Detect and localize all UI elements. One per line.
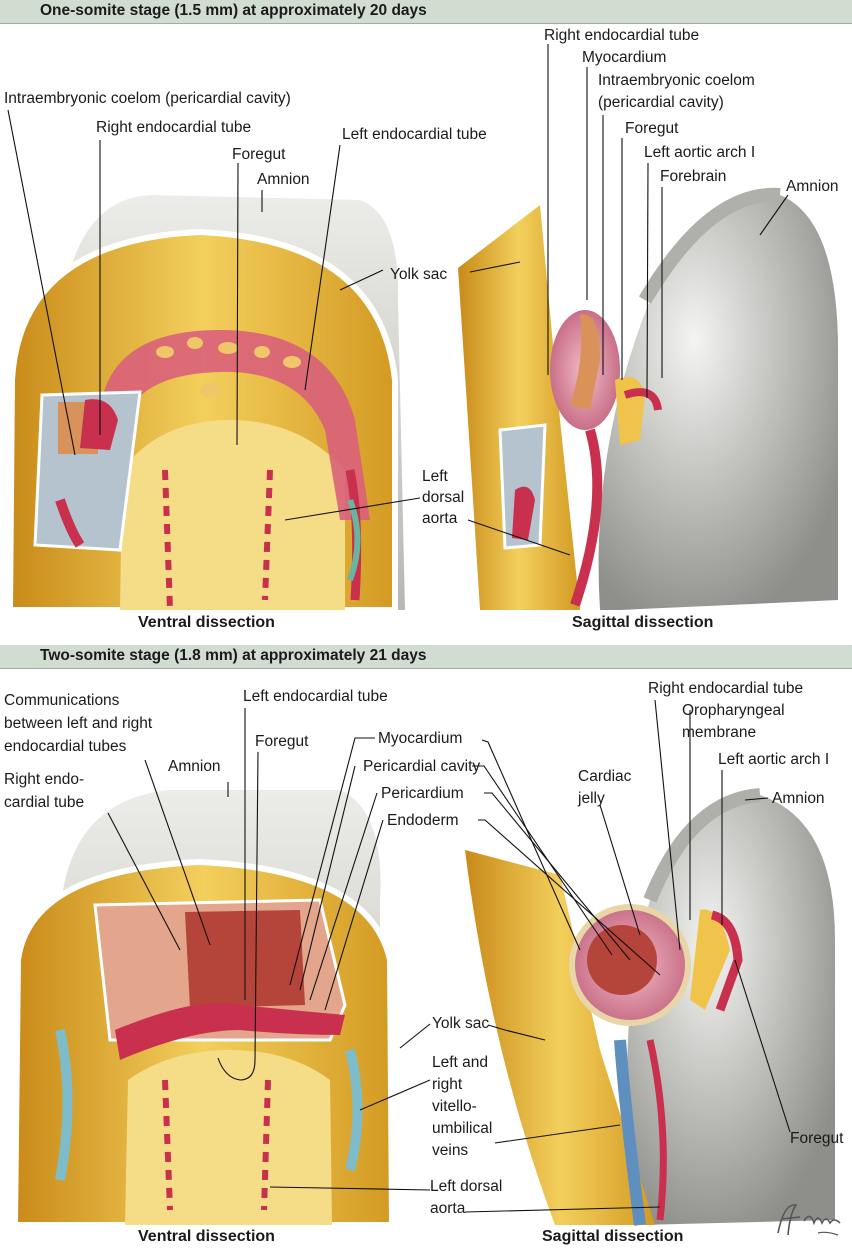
label-sag2-cardiac-jelly-2: jelly bbox=[578, 790, 605, 807]
label-amnion: Amnion bbox=[257, 171, 310, 188]
label-left-endocardial-tube-2: Left endocardial tube bbox=[243, 688, 388, 705]
label-yolk-sac-2: Yolk sac bbox=[432, 1015, 490, 1032]
label-left-dorsal-aorta-2b: aorta bbox=[430, 1200, 466, 1217]
label-communications-1: Communications bbox=[4, 692, 120, 709]
endocardial-arch bbox=[100, 330, 370, 520]
head-fold-2 bbox=[627, 795, 835, 1225]
label-communications-3: endocardial tubes bbox=[4, 738, 127, 755]
label-sag2-right-endocardial-tube: Right endocardial tube bbox=[648, 680, 804, 697]
label-sag2-amnion: Amnion bbox=[772, 790, 825, 807]
fused-endocardial-tube bbox=[115, 1002, 345, 1060]
label-vitello-1: Left and bbox=[432, 1054, 489, 1071]
label-right-endo-2: cardial tube bbox=[4, 794, 85, 811]
label-sag-right-endocardial-tube: Right endocardial tube bbox=[544, 27, 700, 44]
panel2-ventral-drawing bbox=[11, 790, 396, 1228]
caption-sagittal-1: Sagittal dissection bbox=[572, 614, 714, 631]
label-foregut: Foregut bbox=[232, 146, 286, 163]
label-pericardial-cavity: Pericardial cavity bbox=[363, 758, 481, 775]
label-sag-forebrain: Forebrain bbox=[660, 168, 727, 185]
label-coelom: Intraembryonic coelom (pericardial cavit… bbox=[4, 90, 291, 107]
label-sag2-foregut: Foregut bbox=[790, 1130, 844, 1147]
head-fold bbox=[598, 194, 839, 611]
stage-header-1: One-somite stage (1.5 mm) at approximate… bbox=[0, 0, 852, 24]
label-left-dorsal-aorta-2a: Left dorsal bbox=[430, 1178, 503, 1195]
stage-title: Two-somite stage (1.8 mm) at approximate… bbox=[40, 647, 427, 664]
foregut-pocket bbox=[120, 420, 345, 610]
label-sag2-aortic-arch: Left aortic arch I bbox=[718, 751, 830, 768]
label-sag2-cardiac-jelly-1: Cardiac bbox=[578, 768, 632, 785]
label-foregut-2: Foregut bbox=[255, 733, 309, 750]
panel2-sagittal-drawing bbox=[465, 788, 835, 1226]
label-vitello-2: right bbox=[432, 1076, 463, 1093]
caption-sagittal-2: Sagittal dissection bbox=[542, 1228, 684, 1245]
label-sag-coelom-2: (pericardial cavity) bbox=[598, 94, 724, 111]
label-myocardium-2: Myocardium bbox=[378, 730, 463, 747]
label-vitello-4: umbilical bbox=[432, 1120, 493, 1137]
label-sag-aortic-arch: Left aortic arch I bbox=[644, 144, 756, 161]
label-vitello-3: vitello- bbox=[432, 1098, 477, 1115]
panel1-sagittal-drawing bbox=[458, 187, 839, 611]
label-left-dorsal-aorta-3: aorta bbox=[422, 510, 458, 527]
label-sag-myocardium: Myocardium bbox=[582, 49, 667, 66]
label-communications-2: between left and right bbox=[4, 715, 153, 732]
label-sag2-oropharyngeal-2: membrane bbox=[682, 724, 757, 741]
stage-title: One-somite stage (1.5 mm) at approximate… bbox=[40, 2, 427, 19]
stage-header-2: Two-somite stage (1.8 mm) at approximate… bbox=[0, 645, 852, 669]
label-left-dorsal-aorta-2: dorsal bbox=[422, 489, 465, 506]
label-sag2-oropharyngeal-1: Oropharyngeal bbox=[682, 702, 785, 719]
label-left-endocardial-tube: Left endocardial tube bbox=[342, 126, 487, 143]
label-vitello-5: veins bbox=[432, 1142, 469, 1159]
label-sag-amnion: Amnion bbox=[786, 178, 839, 195]
caption-ventral-1: Ventral dissection bbox=[138, 614, 275, 631]
leader-lines bbox=[7, 44, 791, 1213]
label-left-dorsal-aorta-1: Left bbox=[422, 468, 448, 485]
label-endoderm: Endoderm bbox=[387, 812, 459, 829]
label-amnion-2: Amnion bbox=[168, 758, 221, 775]
yolk-sac-sagittal-2 bbox=[465, 850, 655, 1225]
label-sag-coelom-1: Intraembryonic coelom bbox=[598, 72, 755, 89]
label-sag-foregut: Foregut bbox=[625, 120, 679, 137]
label-pericardium: Pericardium bbox=[381, 785, 464, 802]
panel1-ventral-drawing bbox=[6, 195, 405, 613]
yolk-sac-sagittal bbox=[458, 205, 580, 610]
artist-signature bbox=[777, 1204, 841, 1236]
label-right-endocardial-tube: Right endocardial tube bbox=[96, 119, 252, 136]
caption-ventral-2: Ventral dissection bbox=[138, 1228, 275, 1245]
label-right-endo-1: Right endo- bbox=[4, 771, 85, 788]
label-yolk-sac: Yolk sac bbox=[390, 266, 448, 283]
